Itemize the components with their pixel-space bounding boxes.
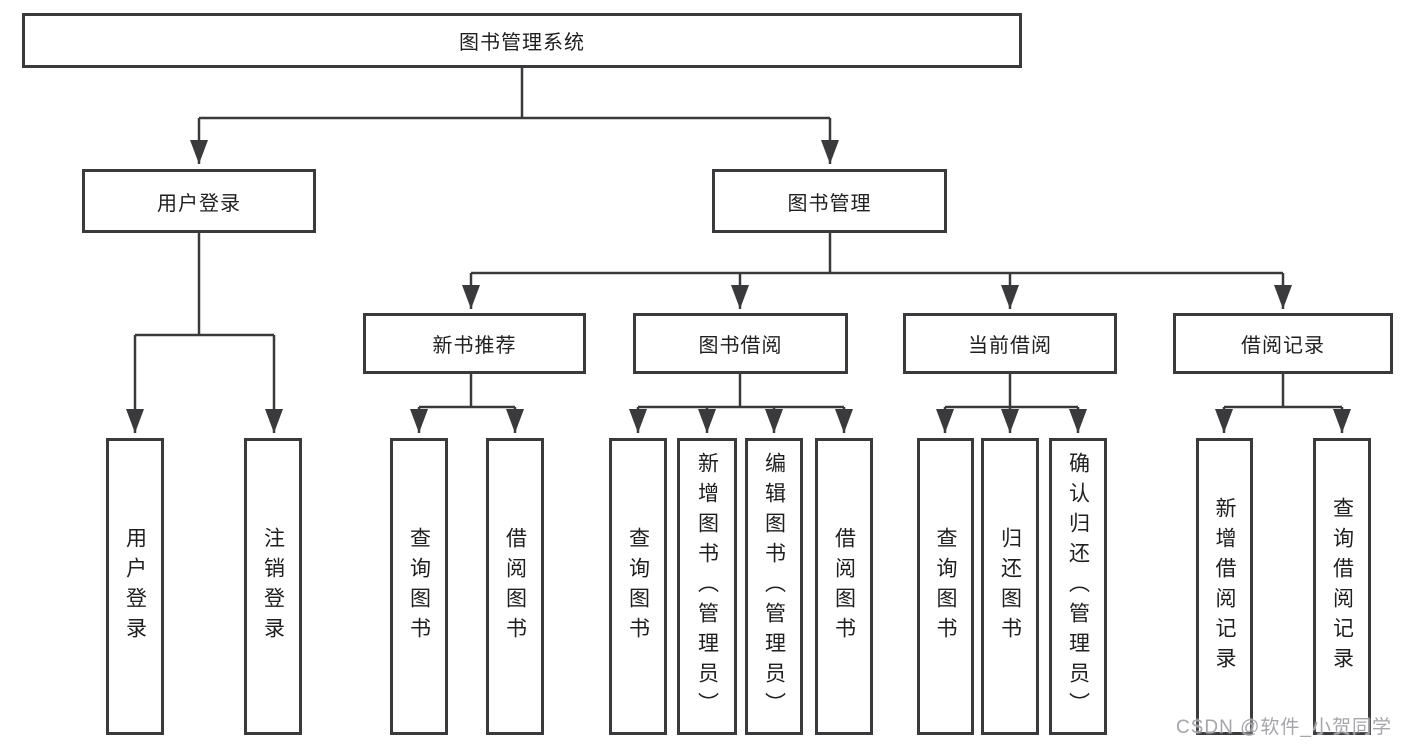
- node-label: 用户登录: [123, 526, 147, 647]
- leaf-edit-books-admin: 编辑图书（管理员）: [745, 438, 803, 735]
- node-label: 新书推荐: [432, 335, 517, 357]
- node-label: 当前借阅: [968, 335, 1052, 357]
- leaf-add-books-admin: 新增图书（管理员）: [677, 438, 737, 735]
- connector-current-borrow-children: [936, 374, 1087, 433]
- watermark: CSDN @软件_小贺同学: [1176, 717, 1392, 738]
- node-label: 图书借阅: [698, 335, 783, 357]
- node-label: 编辑图书（管理员）: [762, 451, 786, 722]
- connector-book-borrow-children: [629, 374, 853, 433]
- connector-borrow-records-children: [1215, 374, 1351, 433]
- connector-book-mgmt-children: [462, 233, 1292, 309]
- node-label: 注销登录: [261, 526, 285, 647]
- node-label: 新增借阅记录: [1213, 496, 1237, 677]
- leaf-query-borrow-record: 查询借阅记录: [1313, 438, 1371, 735]
- node-label: 确认归还（管理员）: [1066, 451, 1090, 722]
- leaf-query-books-recommend: 查询图书: [390, 438, 448, 735]
- node-label: 图书管理系统: [459, 32, 585, 54]
- node-label: 借阅图书: [832, 526, 856, 647]
- node-book-borrow: 图书借阅: [633, 313, 848, 374]
- leaf-borrow-books-recommend: 借阅图书: [486, 438, 544, 735]
- node-root: 图书管理系统: [22, 13, 1022, 68]
- node-label: 借阅记录: [1241, 335, 1325, 357]
- connector-root-to-level2: [190, 68, 839, 164]
- leaf-borrow-books: 借阅图书: [815, 438, 873, 735]
- node-label: 新增图书（管理员）: [695, 451, 719, 722]
- node-label: 查询图书: [626, 526, 650, 647]
- node-label: 图书管理: [787, 192, 872, 215]
- node-user-login: 用户登录: [82, 169, 316, 233]
- node-label: 查询图书: [934, 526, 958, 647]
- leaf-user-login: 用户登录: [106, 438, 164, 735]
- node-current-borrow: 当前借阅: [903, 313, 1117, 374]
- leaf-query-books-borrow: 查询图书: [609, 438, 667, 735]
- node-label: 归还图书: [998, 526, 1022, 647]
- leaf-add-borrow-record: 新增借阅记录: [1196, 438, 1253, 735]
- leaf-query-books-current: 查询图书: [917, 438, 974, 735]
- leaf-confirm-return-admin: 确认归还（管理员）: [1049, 438, 1107, 735]
- connector-user-login-children: [126, 233, 283, 433]
- connector-new-books-children: [410, 373, 524, 433]
- node-borrow-records: 借阅记录: [1173, 313, 1393, 374]
- leaf-return-books: 归还图书: [981, 438, 1039, 735]
- node-label: 借阅图书: [503, 526, 527, 647]
- node-label: 查询图书: [407, 526, 431, 647]
- node-label: 用户登录: [157, 192, 241, 215]
- node-label: 查询借阅记录: [1330, 496, 1354, 677]
- node-new-book-recommend: 新书推荐: [363, 313, 586, 374]
- leaf-logout: 注销登录: [244, 438, 302, 735]
- node-book-mgmt: 图书管理: [712, 169, 947, 233]
